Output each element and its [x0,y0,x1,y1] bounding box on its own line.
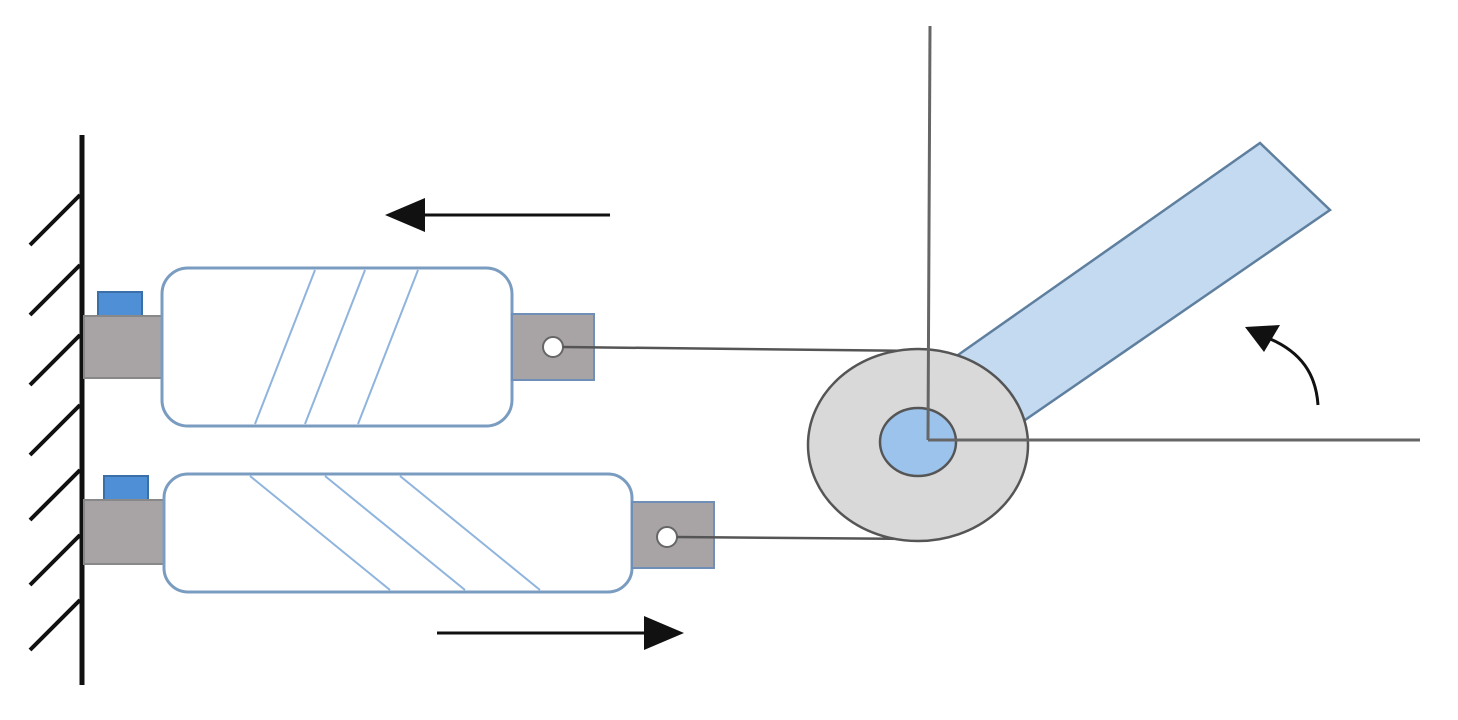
bottom-pin [656,526,678,548]
top-tab [97,291,143,317]
bottom-tab [103,475,149,501]
vertical-reference-line [926,25,932,441]
hatched-wall-icon [28,135,85,685]
bottom-cable [676,535,919,541]
bottom-actuator [83,472,715,594]
bottom-body [162,472,634,594]
pulley-hub [878,406,958,478]
top-cable [562,345,919,353]
bottom-base-block [83,499,165,565]
top-actuator [83,266,595,428]
curved-arrow-icon [1245,325,1320,406]
arrow-left-icon [385,198,610,232]
top-body [160,266,514,428]
top-base-block [83,315,165,379]
top-pin [542,336,564,358]
arrow-right-icon [437,616,684,650]
rotating-arm [956,141,1332,422]
